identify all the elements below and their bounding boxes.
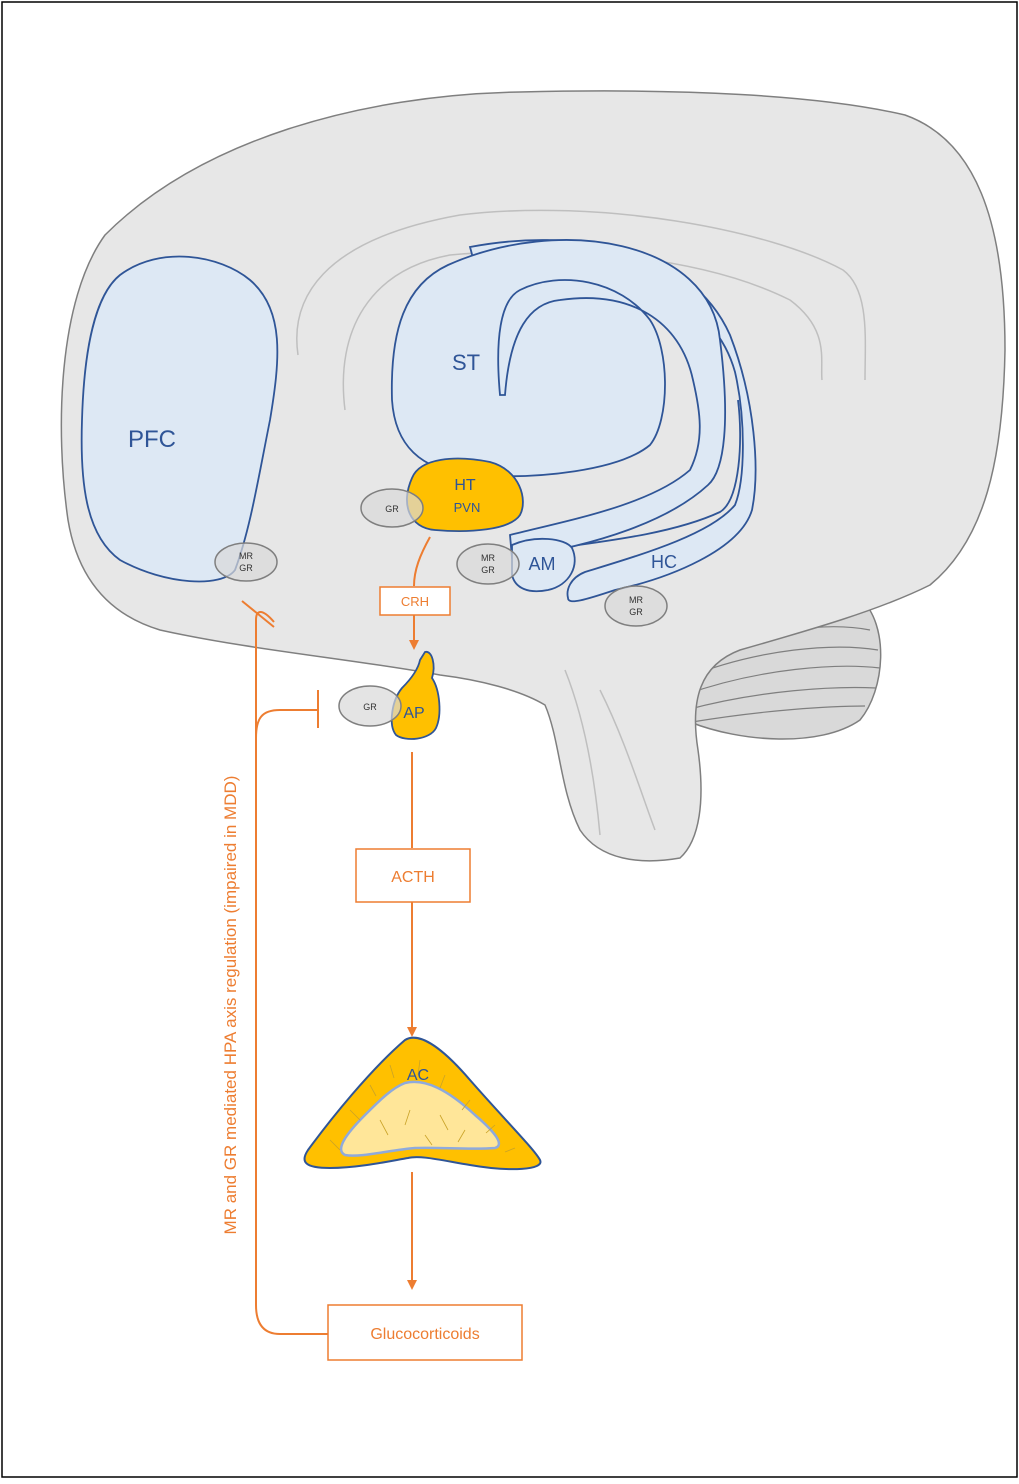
- st-label: ST: [452, 350, 480, 375]
- receptor-ap: GR: [339, 686, 401, 726]
- receptor-hc: MR GR: [605, 586, 667, 626]
- ht-label: HT: [454, 477, 476, 494]
- pfc-label: PFC: [128, 426, 176, 453]
- pvn-label: PVN: [454, 500, 481, 515]
- receptor-label: MR: [629, 595, 643, 605]
- crh-label: CRH: [401, 594, 429, 609]
- receptor-label: GR: [481, 565, 495, 575]
- receptor-ht: GR: [361, 489, 423, 527]
- receptor-am: MR GR: [457, 544, 519, 584]
- ap-label: AP: [403, 705, 424, 722]
- receptor-label: GR: [385, 504, 399, 514]
- am-label: AM: [529, 554, 556, 574]
- receptor-label: GR: [629, 607, 643, 617]
- ac-label: AC: [407, 1067, 429, 1084]
- receptor-label: MR: [239, 551, 253, 561]
- receptor-label: MR: [481, 553, 495, 563]
- ht-region: HT PVN: [407, 459, 523, 531]
- receptor-label: GR: [239, 563, 253, 573]
- glucocorticoids-label: Glucocorticoids: [370, 1326, 479, 1343]
- receptor-label: GR: [363, 702, 377, 712]
- acth-label: ACTH: [391, 869, 435, 886]
- receptor-pfc: MR GR: [215, 543, 277, 581]
- feedback-label: MR and GR mediated HPA axis regulation (…: [221, 776, 240, 1235]
- hc-label: HC: [651, 552, 677, 572]
